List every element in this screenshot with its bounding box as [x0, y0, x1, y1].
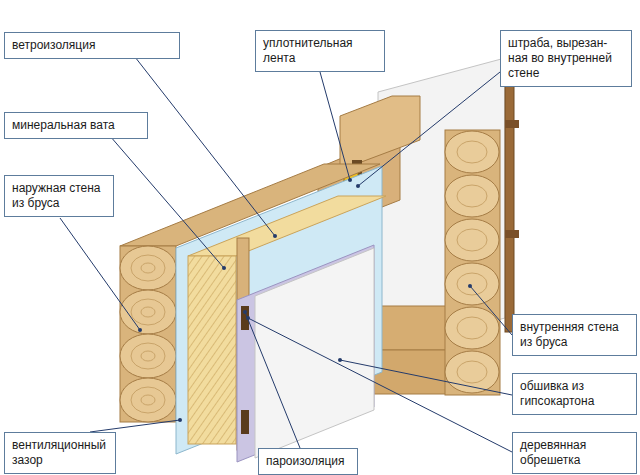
log-ring [131, 255, 165, 281]
leader-line [110, 136, 224, 268]
log-end [445, 175, 499, 217]
batten-end [241, 410, 249, 434]
leader-dot [356, 184, 360, 188]
callout-text: штраба, вырезан- ная во внутренней стене [508, 36, 624, 81]
log-ring [141, 351, 155, 361]
gypsum-board [255, 248, 374, 458]
log-end [120, 334, 176, 378]
batten-end [241, 306, 249, 330]
inner-wall [374, 130, 500, 395]
log-ring [457, 273, 487, 295]
log-end [120, 290, 176, 334]
leader-dot [138, 328, 142, 332]
callout-box: обшивка из гипсокартона [512, 373, 637, 415]
leader-dot [222, 266, 226, 270]
log-ring [141, 263, 155, 273]
log-end [445, 263, 499, 305]
leader-line [320, 72, 350, 180]
batten-stub [505, 230, 519, 238]
log-ring [457, 361, 487, 383]
callout-text: наружная стена из бруса [12, 181, 106, 211]
log-end [120, 246, 176, 290]
leader-line [358, 72, 500, 186]
log-ring [141, 395, 155, 405]
callout-text: обшивка из гипсокартона [520, 379, 629, 409]
log-end [445, 131, 499, 173]
log-end [445, 219, 499, 261]
callout-box: минеральная вата [4, 112, 148, 139]
log-stack [445, 130, 500, 395]
log-ring [131, 299, 165, 325]
vapor-barrier [237, 245, 374, 462]
log-end [445, 307, 499, 349]
log-top [340, 96, 420, 170]
callout-box: внутренняя стена из бруса [512, 314, 637, 356]
leader-line [90, 420, 180, 432]
log-ring [141, 307, 155, 317]
callout-text: вентиляционный зазор [12, 438, 108, 468]
batten-stub [505, 120, 519, 128]
log-ring [457, 141, 487, 163]
callout-text: внутренняя стена из бруса [520, 320, 629, 350]
callout-text: деревянная обрешетка [520, 438, 629, 468]
callout-box: вентиляционный зазор [4, 432, 116, 474]
log-ring [131, 387, 165, 413]
batten [505, 56, 514, 332]
leader-dot [243, 310, 247, 314]
log-ring [457, 229, 487, 251]
leader-dot [178, 418, 182, 422]
callout-box: деревянная обрешетка [512, 432, 637, 474]
leader-line [245, 312, 300, 448]
log-ring [457, 317, 487, 339]
log-stack [120, 246, 176, 422]
leader-dots [138, 178, 472, 422]
leader-dot [348, 178, 352, 182]
leader-line [248, 318, 512, 452]
leader-line [470, 286, 512, 335]
leader-dot [246, 316, 250, 320]
leader-dot [468, 284, 472, 288]
callout-box: уплотнительная лента [255, 30, 385, 72]
callout-text: уплотнительная лента [263, 36, 377, 66]
callout-box: пароизоляция [258, 448, 358, 475]
callout-text: пароизоляция [266, 454, 350, 469]
callout-box: штраба, вырезан- ная во внутренней стене [500, 30, 632, 87]
leader-line [60, 218, 140, 330]
log-ring [131, 343, 165, 369]
wool-top [188, 196, 386, 256]
log-ring [457, 185, 487, 207]
leader-line [135, 57, 275, 236]
callout-box: ветроизоляция [4, 32, 180, 59]
log-end [120, 378, 176, 422]
log-face [374, 306, 446, 350]
wall-layers [176, 166, 386, 462]
callout-box: наружная стена из бруса [4, 175, 114, 217]
callout-text: минеральная вата [12, 118, 140, 133]
mineral-wool [188, 256, 236, 444]
callout-text: ветроизоляция [12, 38, 172, 53]
leader-dot [338, 358, 342, 362]
leader-dot [273, 234, 277, 238]
